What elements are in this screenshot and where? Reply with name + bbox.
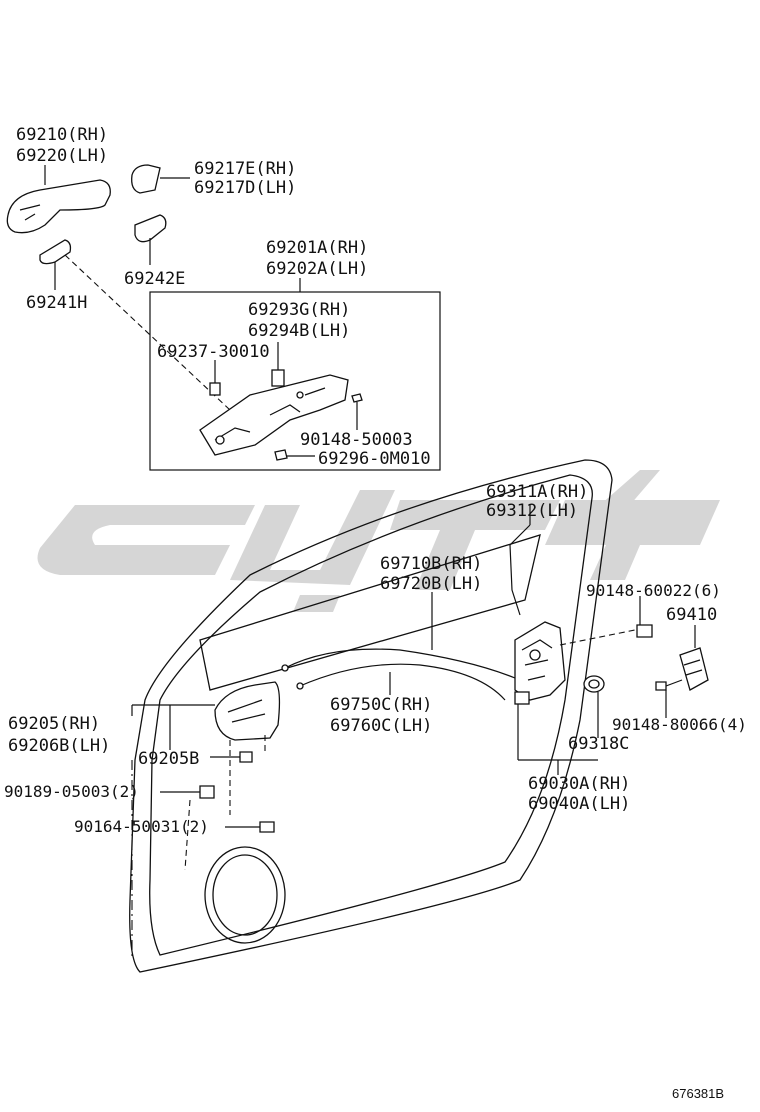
door-lock xyxy=(514,621,636,775)
reference-code: 676381B xyxy=(672,1086,724,1101)
label-69210: 69210(RH) xyxy=(16,125,108,145)
watermark-logo xyxy=(37,470,720,612)
screw-lock xyxy=(636,596,653,638)
label-69318C: 69318C xyxy=(568,734,629,754)
label-69217D: 69217D(LH) xyxy=(194,178,296,198)
label-69040A: 69040A(LH) xyxy=(528,794,630,814)
label-69296: 69296-0M010 xyxy=(318,449,431,469)
label-69311A: 69311A(RH) xyxy=(486,482,588,502)
label-69202A: 69202A(LH) xyxy=(266,259,368,279)
label-90148-80066: 90148-80066(4) xyxy=(612,715,747,734)
label-69030A: 69030A(RH) xyxy=(528,774,630,794)
door-cables xyxy=(281,592,516,701)
label-69410: 69410 xyxy=(666,605,717,625)
label-69205B: 69205B xyxy=(138,749,199,769)
label-69206B: 69206B(LH) xyxy=(8,736,110,756)
label-69720B: 69720B(LH) xyxy=(380,574,482,594)
label-69205: 69205(RH) xyxy=(8,714,100,734)
lock-rod xyxy=(509,505,531,616)
label-90189: 90189-05003(2) xyxy=(4,782,139,801)
label-69217E: 69217E(RH) xyxy=(194,159,296,179)
handle-pad-rear xyxy=(39,239,231,411)
label-69750C: 69750C(RH) xyxy=(330,695,432,715)
label-69294B: 69294B(LH) xyxy=(248,321,350,341)
label-69241H: 69241H xyxy=(26,293,87,313)
label-69220: 69220(LH) xyxy=(16,146,108,166)
label-69760C: 69760C(LH) xyxy=(330,716,432,736)
handle-cap xyxy=(131,164,190,194)
inside-handle xyxy=(131,681,281,960)
outer-door-handle xyxy=(6,165,111,234)
inside-handle-cover xyxy=(210,735,266,763)
label-90148-50003: 90148-50003 xyxy=(300,430,413,450)
handle-pad-front xyxy=(134,214,167,265)
handle-frame xyxy=(199,342,363,461)
label-69710B: 69710B(RH) xyxy=(380,554,482,574)
frame-box xyxy=(149,278,441,471)
part-labels: 69210(RH) 69220(LH) 69217E(RH) 69217D(LH… xyxy=(4,125,747,836)
label-69237: 69237-30010 xyxy=(157,342,270,362)
label-69242E: 69242E xyxy=(124,269,185,289)
label-69293G: 69293G(RH) xyxy=(248,300,350,320)
label-69312: 69312(LH) xyxy=(486,501,578,521)
screws-inner xyxy=(160,785,275,833)
label-90148-60022: 90148-60022(6) xyxy=(586,581,721,600)
label-90164: 90164-50031(2) xyxy=(74,817,209,836)
door-panel xyxy=(129,459,613,973)
door-striker xyxy=(655,625,709,718)
lock-grommet xyxy=(583,675,605,738)
label-69201A: 69201A(RH) xyxy=(266,238,368,258)
